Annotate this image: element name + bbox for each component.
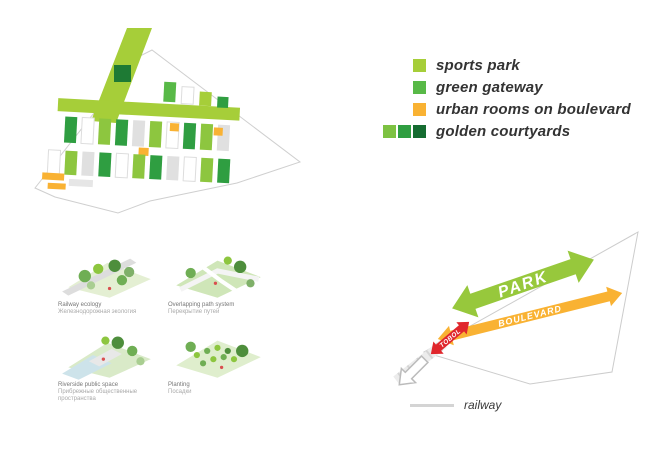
park-strip: [57, 98, 241, 121]
urban-room-strips: [42, 172, 94, 190]
flow-diagram: PARK BOULEVARD TOBOL: [393, 231, 639, 386]
railway-key-line: [410, 403, 454, 407]
sports-park-swatch: [413, 59, 426, 72]
caption-railway-ecology: Railway ecology Железнодорожная экология: [58, 302, 168, 316]
accent-dot: [213, 281, 218, 285]
thumbnail-railway-ecology: [62, 258, 151, 298]
deck: [88, 348, 122, 367]
path-1: [179, 268, 260, 292]
caption-ru: Прибрежные общественные пространства: [58, 389, 138, 402]
caption-riverside: Riverside public space Прибрежные общест…: [58, 382, 168, 403]
site-plan: [34, 28, 302, 214]
caption-planting: Planting Посадки: [168, 382, 278, 396]
swatch-group: [378, 103, 426, 116]
railway-key: railway: [410, 398, 501, 412]
courtyard-row-upper: [63, 116, 231, 152]
caption-ru: Посадки: [168, 389, 192, 395]
railway-key-label: railway: [464, 398, 502, 412]
legend-item-golden-courtyards: golden courtyards: [378, 123, 631, 140]
thumbnail-path-system: [176, 256, 261, 298]
accent-dot: [219, 365, 224, 370]
courtyard-block-dark: [114, 65, 131, 82]
caption-ru: Железнодорожная экология: [58, 309, 137, 315]
legend-label-urban-rooms: urban rooms on boulevard: [436, 101, 631, 118]
trees: [185, 256, 255, 288]
caption-en: Overlapping path system: [168, 302, 235, 308]
upper-courtyard-blocks: [163, 81, 229, 109]
caption-ru: Перекрытие путей: [168, 309, 220, 315]
urban-rooms-swatch: [413, 103, 426, 116]
courtyard-swatch-dark: [413, 125, 426, 138]
swatch-group: [378, 59, 426, 72]
courtyard-swatch-mid: [398, 125, 411, 138]
caption-en: Planting: [168, 382, 190, 388]
legend-label-sports-park: sports park: [436, 57, 520, 74]
legend-label-golden-courtyards: golden courtyards: [436, 123, 571, 140]
legend: sports park green gateway urban rooms on…: [378, 57, 631, 140]
accent-dot: [101, 357, 106, 361]
trees: [78, 259, 135, 290]
courtyard-swatch-light: [383, 125, 396, 138]
plan-inner-blocks: [42, 81, 241, 190]
legend-item-urban-rooms: urban rooms on boulevard: [378, 101, 631, 118]
thumbnail-riverside: [62, 336, 151, 380]
entrance-arrow: [398, 355, 429, 386]
urban-room-blocks: [138, 123, 223, 156]
courtyard-row-lower: [46, 149, 231, 184]
legend-item-green-gateway: green gateway: [378, 79, 631, 96]
planting-rows: [185, 341, 249, 367]
caption-en: Railway ecology: [58, 302, 102, 308]
legend-item-sports-park: sports park: [378, 57, 631, 74]
legend-label-green-gateway: green gateway: [436, 79, 543, 96]
path-2: [195, 261, 242, 296]
caption-en: Riverside public space: [58, 382, 119, 388]
swatch-group: [378, 125, 426, 138]
accent-dot: [107, 286, 112, 291]
swatch-group: [378, 81, 426, 94]
trees: [101, 336, 145, 366]
caption-path-system: Overlapping path system Перекрытие путей: [168, 302, 278, 316]
green-gateway-swatch: [413, 81, 426, 94]
thumbnail-planting: [176, 340, 261, 378]
